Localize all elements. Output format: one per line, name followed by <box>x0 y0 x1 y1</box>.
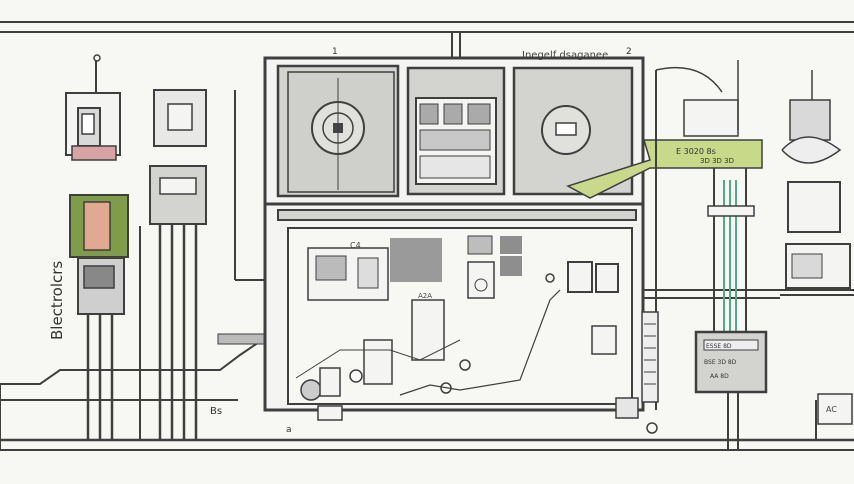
bottom-components: Bs a <box>210 333 658 435</box>
panel-note: C4 <box>350 241 361 250</box>
bottom-left-mark: a <box>286 425 292 435</box>
cabinet-line-3: AA 8D <box>710 373 729 380</box>
switch-column <box>139 89 265 440</box>
right-devices: ESSE 8D BSE 3D 8D AA 8D AC <box>641 60 853 450</box>
cabinet-line-2: BSE 3D 8D <box>704 359 737 366</box>
top-marker: 1 <box>332 47 338 57</box>
left-vertical-label: Blectrolcrs <box>48 261 66 340</box>
callout-line-2: 3D 3D 3D <box>700 157 734 165</box>
callout: E 3020 8s 3D 3D 3D <box>566 139 763 199</box>
callout-line-1: E 3020 8s <box>676 147 716 156</box>
panel-header-label: Inegelf dsaganee <box>522 50 608 61</box>
meter-label: A2A <box>418 292 432 300</box>
cabinet-line-1: ESSE 8D <box>706 343 732 350</box>
breaker-stack <box>65 54 129 440</box>
gauge-label: AC <box>826 405 837 414</box>
bottom-left-label: Bs <box>210 406 222 417</box>
main-panel: 1 2 Inegelf dsaganee C4 A2A <box>263 47 645 412</box>
top-marker-right: 2 <box>626 47 632 57</box>
